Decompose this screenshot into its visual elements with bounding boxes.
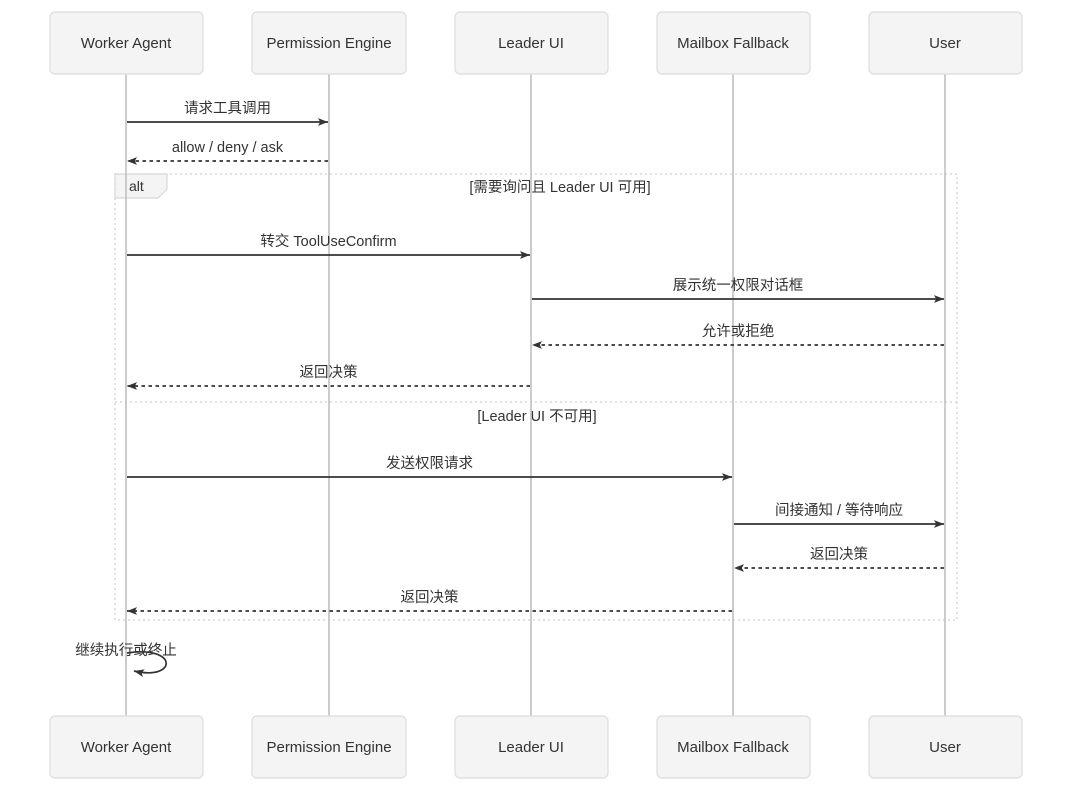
participant-user-bottom[interactable]: User	[868, 715, 1023, 779]
participant-box	[251, 715, 407, 779]
alt-branch-condition-0: [需要询问且 Leader UI 可用]	[469, 179, 650, 196]
participant-label: User	[929, 35, 961, 52]
participant-box	[656, 11, 811, 75]
message-label-m10: 返回决策	[401, 589, 459, 606]
participant-mailbox-top[interactable]: Mailbox Fallback	[656, 11, 811, 75]
participant-worker-top[interactable]: Worker Agent	[49, 11, 204, 75]
participant-leader-bottom[interactable]: Leader UI	[454, 715, 609, 779]
participant-permission-top[interactable]: Permission Engine	[251, 11, 407, 75]
participant-label: User	[929, 739, 961, 756]
participant-label: Mailbox Fallback	[677, 739, 789, 756]
participant-label: Permission Engine	[266, 739, 391, 756]
message-label-m9: 返回决策	[810, 546, 868, 563]
alt-fragment-tab-label: alt	[129, 178, 144, 194]
message-label-m1: 请求工具调用	[184, 100, 271, 117]
participant-box	[868, 715, 1023, 779]
message-label-m6: 返回决策	[300, 364, 358, 381]
message-label-m8: 间接通知 / 等待响应	[775, 501, 903, 519]
participant-leader-top[interactable]: Leader UI	[454, 11, 609, 75]
message-label-m4: 展示统一权限对话框	[673, 277, 804, 294]
participant-box	[454, 11, 609, 75]
message-label-m3: 转交 ToolUseConfirm	[260, 232, 396, 250]
participant-label: Mailbox Fallback	[677, 35, 789, 52]
alt-branch-condition-1: [Leader UI 不可用]	[477, 409, 596, 425]
participant-label: Permission Engine	[266, 35, 391, 52]
participant-box	[454, 715, 609, 779]
message-label-m5: 允许或拒绝	[702, 323, 775, 340]
participant-box	[49, 715, 204, 779]
message-layer: 请求工具调用 allow / deny / ask 转交 ToolUseConfir…	[75, 100, 944, 678]
participant-worker-bottom[interactable]: Worker Agent	[49, 715, 204, 779]
participant-permission-bottom[interactable]: Permission Engine	[251, 715, 407, 779]
participant-box	[251, 11, 407, 75]
self-message-loop-m11	[126, 651, 167, 678]
participant-mailbox-bottom[interactable]: Mailbox Fallback	[656, 715, 811, 779]
participant-label: Worker Agent	[81, 739, 172, 756]
participant-user-top[interactable]: User	[868, 11, 1023, 75]
alt-fragment-border	[114, 173, 958, 621]
participant-label: Leader UI	[498, 35, 564, 52]
alt-fragment-tab	[114, 173, 168, 199]
participant-label: Leader UI	[498, 739, 564, 756]
participant-box	[868, 11, 1023, 75]
lifeline-layer	[125, 74, 946, 716]
participant-label: Worker Agent	[81, 35, 172, 52]
self-message-label-m11: 继续执行或终止	[75, 642, 177, 659]
message-label-m7: 发送权限请求	[386, 455, 473, 472]
message-label-m2: allow / deny / ask	[172, 140, 284, 156]
participant-box	[49, 11, 204, 75]
participant-box	[656, 715, 811, 779]
alt-fragment: alt [需要询问且 Leader UI 可用] [Leader UI 不可用]	[114, 173, 958, 621]
